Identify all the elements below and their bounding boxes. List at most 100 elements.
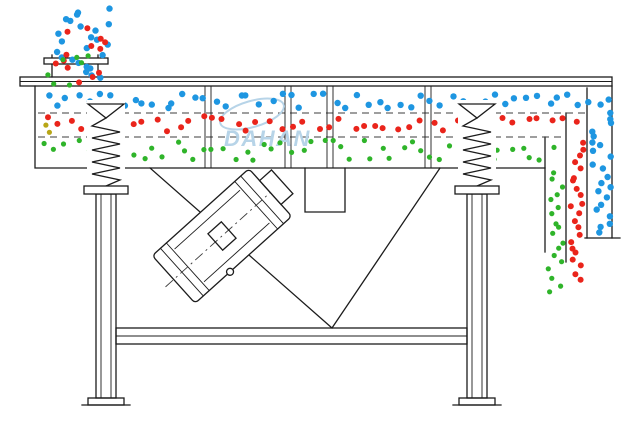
exciter-bracket — [304, 167, 346, 213]
particle-green — [277, 140, 283, 146]
particle-blue — [87, 34, 95, 41]
particle-blue — [107, 92, 114, 99]
particle-blue — [148, 101, 155, 108]
particle-flows — [41, 5, 615, 295]
particle-green — [418, 148, 424, 154]
particle-green — [556, 224, 562, 230]
particle-red — [185, 117, 192, 124]
particle-red — [580, 146, 587, 153]
particle-green — [436, 156, 442, 163]
particle-green — [361, 137, 367, 144]
particle-green — [558, 283, 564, 289]
particle-blue — [595, 188, 602, 195]
particle-green — [60, 141, 67, 147]
motor-casing-line-bottom — [203, 222, 270, 283]
particle-green — [131, 152, 137, 158]
particle-blue — [593, 206, 600, 213]
particle-red — [567, 203, 574, 210]
particle-green — [159, 154, 165, 160]
particle-blue — [606, 220, 613, 227]
particle-red — [164, 128, 170, 135]
body-left-and-bottom — [34, 85, 546, 169]
particle-green — [555, 204, 561, 211]
watermark-text: DAHAN — [224, 126, 311, 151]
particle-blue — [522, 94, 530, 102]
particle-blue — [342, 104, 349, 112]
particle-blue — [334, 99, 341, 107]
particle-green — [380, 145, 386, 151]
particle-blue — [436, 102, 443, 109]
particle-red — [326, 124, 333, 131]
particle-green — [330, 137, 336, 144]
particle-blue — [502, 100, 509, 108]
particle-green — [181, 148, 188, 154]
spring-left-coil — [90, 117, 123, 187]
particle-green — [545, 266, 551, 272]
particle-blue — [61, 94, 68, 102]
particle-blue — [426, 97, 433, 105]
particle-red — [577, 276, 584, 283]
particle-green — [250, 157, 256, 163]
particle-green — [289, 149, 295, 155]
motor-nameplate — [207, 220, 237, 252]
particle-green — [510, 146, 516, 152]
particle-blue — [132, 96, 140, 104]
particle-blue — [590, 133, 597, 140]
particle-blue — [589, 139, 596, 146]
screen-body — [34, 85, 621, 263]
left-leg-channel — [100, 194, 112, 398]
top-cover — [19, 76, 613, 87]
particle-red — [63, 51, 70, 58]
particle-red — [317, 126, 323, 132]
particle-red — [572, 249, 579, 256]
particle-green — [233, 156, 239, 163]
particle-yellow — [43, 122, 49, 128]
particle-blue — [192, 94, 199, 101]
particle-red — [130, 121, 137, 128]
particle-green — [149, 145, 155, 151]
particle-blue — [417, 92, 424, 99]
particle-green — [402, 145, 408, 151]
particle-green — [50, 146, 57, 152]
spring-right-seat — [457, 103, 497, 119]
spring-right — [454, 100, 500, 195]
particle-blue — [96, 90, 104, 98]
particle-blue — [87, 65, 94, 72]
particle-blue — [533, 92, 541, 100]
particle-green — [556, 245, 562, 251]
spring-right-plate — [454, 185, 500, 195]
particle-red — [102, 39, 109, 46]
particle-red — [97, 35, 104, 42]
particle-red — [279, 126, 286, 133]
particle-blue — [605, 96, 612, 103]
particle-red — [64, 64, 71, 71]
particle-blue — [55, 30, 62, 37]
particle-blue — [606, 213, 614, 220]
particle-red — [379, 125, 386, 132]
particle-red — [178, 124, 185, 131]
particle-red — [575, 224, 582, 231]
particle-red — [533, 115, 540, 122]
particle-green — [536, 157, 542, 163]
particle-red — [549, 117, 556, 124]
particle-blue — [589, 147, 597, 154]
particle-red — [89, 74, 96, 80]
particle-red — [576, 231, 583, 238]
particle-blue — [397, 101, 404, 109]
particle-green — [547, 289, 553, 295]
particle-blue — [365, 101, 372, 109]
particle-blue — [607, 153, 614, 160]
particle-blue — [384, 104, 391, 112]
particle-green — [550, 230, 556, 236]
particle-green — [78, 60, 85, 66]
particle-blue — [547, 100, 555, 107]
particle-blue — [54, 102, 61, 109]
particle-blue — [353, 91, 361, 99]
particle-red — [97, 45, 104, 52]
particle-blue — [222, 103, 229, 110]
particle-green — [51, 81, 57, 87]
particle-red — [569, 256, 576, 263]
particle-blue — [242, 92, 249, 99]
particle-blue — [603, 194, 611, 201]
